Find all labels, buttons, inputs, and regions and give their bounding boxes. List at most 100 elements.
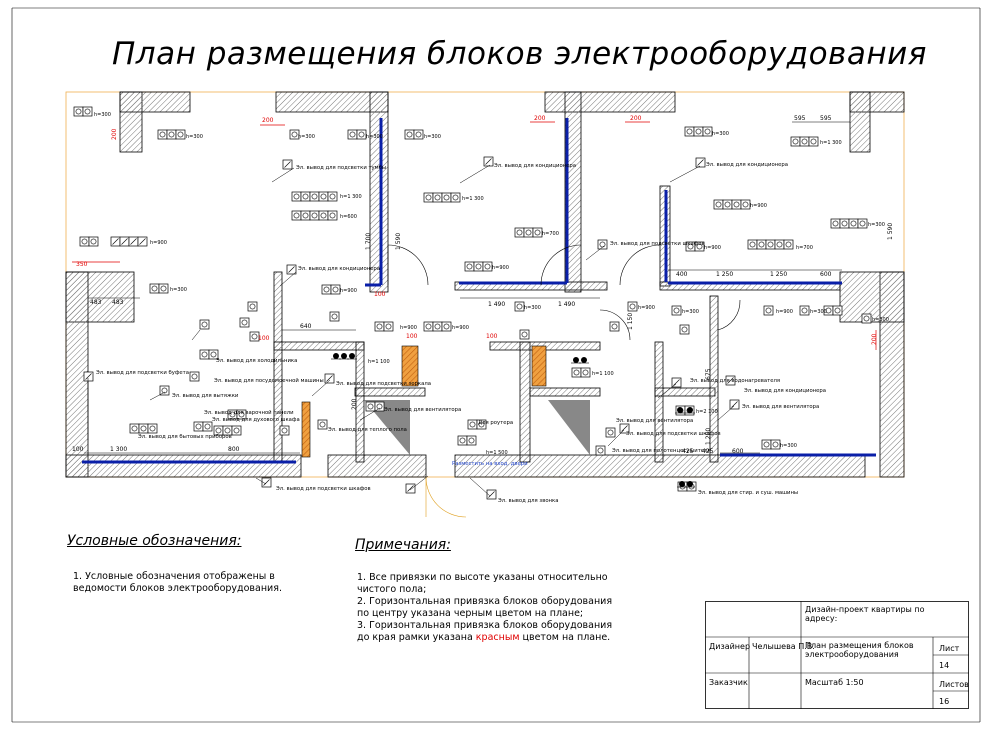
svg-text:h=700: h=700: [542, 231, 559, 237]
svg-text:h=300: h=300: [524, 305, 541, 311]
svg-text:100: 100: [406, 333, 418, 340]
svg-text:595: 595: [820, 115, 832, 122]
svg-text:h=300: h=300: [872, 317, 889, 323]
svg-text:200: 200: [111, 128, 118, 140]
stamp-scale: Масштаб 1:50: [805, 678, 864, 687]
svg-text:200: 200: [262, 117, 274, 124]
stamp-sheets-label: Листов: [939, 680, 969, 689]
svg-text:h=900: h=900: [452, 325, 469, 331]
svg-text:200: 200: [871, 333, 878, 345]
stamp-sheets-total: 16: [939, 697, 950, 706]
svg-text:425: 425: [702, 448, 714, 455]
svg-text:483: 483: [112, 299, 124, 306]
svg-text:h=300: h=300: [186, 134, 203, 140]
page-title: План размещения блоков электрооборудован…: [112, 36, 927, 72]
svg-text:h=900: h=900: [340, 288, 357, 294]
label-kitchen-appliances: Эл. вывод для бытовых приборов: [138, 434, 232, 440]
label-router: Для роутера: [478, 420, 513, 426]
svg-text:100: 100: [258, 335, 270, 342]
svg-text:h=300: h=300: [424, 134, 441, 140]
stamp-sheet-title: План размещения блоков электрооборудован…: [805, 641, 914, 659]
label-entrance-note: Разместить на вход. двери: [452, 461, 528, 467]
svg-text:425: 425: [682, 448, 694, 455]
svg-text:h=300: h=300: [868, 222, 885, 228]
svg-text:1 700: 1 700: [365, 233, 372, 250]
notes-heading: Примечания:: [355, 537, 451, 553]
svg-text:1 590: 1 590: [395, 233, 402, 250]
title-block: [705, 601, 969, 709]
svg-text:h=1 500: h=1 500: [486, 450, 508, 456]
svg-text:1 200: 1 200: [705, 428, 712, 445]
label-ventilator-1: Эл. вывод для вентилятора: [384, 407, 461, 413]
stamp-project: Дизайн-проект квартиры по адресу:: [805, 605, 925, 623]
svg-text:h=900: h=900: [704, 245, 721, 251]
svg-text:595: 595: [794, 115, 806, 122]
svg-text:100: 100: [486, 333, 498, 340]
svg-text:h=900: h=900: [400, 325, 417, 331]
svg-text:h=300: h=300: [810, 309, 827, 315]
svg-text:h=300: h=300: [298, 134, 315, 140]
stamp-sheet-no: 14: [939, 661, 950, 670]
svg-text:600: 600: [732, 448, 744, 455]
label-ac-4: Эл. вывод для кондиционера: [744, 388, 826, 394]
svg-text:1 490: 1 490: [558, 301, 575, 308]
red-dimensions: [72, 121, 877, 350]
svg-text:h=900: h=900: [638, 305, 655, 311]
label-wardrobe-light-2: Эл. вывод для подсветки шкафов: [626, 431, 721, 437]
stamp-designer-label: Дизайнер: [709, 642, 751, 651]
label-washer: Эл. вывод для стир. и суш. машины: [698, 490, 798, 496]
blue-lines: [82, 118, 876, 464]
svg-text:200: 200: [351, 398, 358, 410]
label-ac-2: Эл. вывод для кондиционера: [706, 162, 788, 168]
svg-text:640: 640: [300, 323, 312, 330]
svg-text:h=900: h=900: [492, 265, 509, 271]
walls: [65, 91, 905, 478]
svg-text:1 250: 1 250: [770, 271, 787, 278]
svg-text:h=300: h=300: [682, 309, 699, 315]
svg-text:800: 800: [228, 446, 240, 453]
svg-text:h=600: h=600: [340, 214, 357, 220]
stamp-sheet-label: Лист: [939, 644, 960, 653]
label-wardrobe-light-1: Эл. вывод для подсветки шкафов: [610, 241, 705, 247]
svg-text:100: 100: [374, 291, 386, 298]
svg-text:h=1 300: h=1 300: [820, 140, 842, 146]
svg-text:1 250: 1 250: [716, 271, 733, 278]
svg-text:h=2 100: h=2 100: [696, 409, 718, 415]
svg-text:h=300: h=300: [170, 287, 187, 293]
svg-text:1 490: 1 490: [488, 301, 505, 308]
svg-text:1 150: 1 150: [627, 313, 634, 330]
label-bell: Эл. вывод для звонка: [498, 498, 558, 504]
svg-text:200: 200: [630, 115, 642, 122]
label-towel: Эл. вывод для полотенцесушителя: [612, 448, 711, 454]
label-wardrobe-light-3: Эл. вывод для подсветки шкафов: [276, 486, 371, 492]
svg-text:350: 350: [76, 261, 88, 268]
label-fridge: Эл. вывод для холодильника: [216, 358, 297, 364]
svg-text:200: 200: [534, 115, 546, 122]
svg-text:h=300: h=300: [94, 112, 111, 118]
svg-text:h=1 300: h=1 300: [462, 196, 484, 202]
svg-text:h=1 300: h=1 300: [340, 194, 362, 200]
label-buffet-light: Эл. вывод для подсветки буфета: [96, 370, 189, 376]
label-tv-light: Эл. вывод для подсветки тумбы: [296, 165, 386, 171]
svg-text:h=900: h=900: [750, 203, 767, 209]
svg-text:h=1 100: h=1 100: [592, 371, 614, 377]
dimensions: [84, 121, 850, 454]
label-oven: Эл. вывод для духового шкафа: [212, 417, 300, 423]
svg-text:h=300: h=300: [366, 134, 383, 140]
label-heating: Эл. вывод для теплого пола: [328, 427, 407, 433]
svg-text:483: 483: [90, 299, 102, 306]
label-ventilator-2: Эл. вывод для вентилятора: [616, 418, 693, 424]
svg-text:1 300: 1 300: [110, 446, 127, 453]
stamp-designer-name: Челышева П.В.: [752, 642, 815, 651]
svg-text:1 590: 1 590: [887, 223, 894, 240]
svg-text:600: 600: [820, 271, 832, 278]
svg-text:h=1 100: h=1 100: [368, 359, 390, 365]
label-hood: Эл. вывод для вытяжки: [172, 393, 238, 399]
label-ac-1: Эл. вывод для кондиционера: [494, 163, 576, 169]
svg-text:675: 675: [705, 368, 712, 380]
legend-heading: Условные обозначения:: [67, 533, 242, 549]
notes-text: 1. Все привязки по высоте указаны относи…: [357, 572, 613, 643]
label-boiler: Эл. вывод для водонагревателя: [690, 378, 780, 384]
label-dishwasher: Эл. вывод для посудомоечной машины: [214, 377, 324, 384]
leader-lines: [87, 164, 735, 497]
